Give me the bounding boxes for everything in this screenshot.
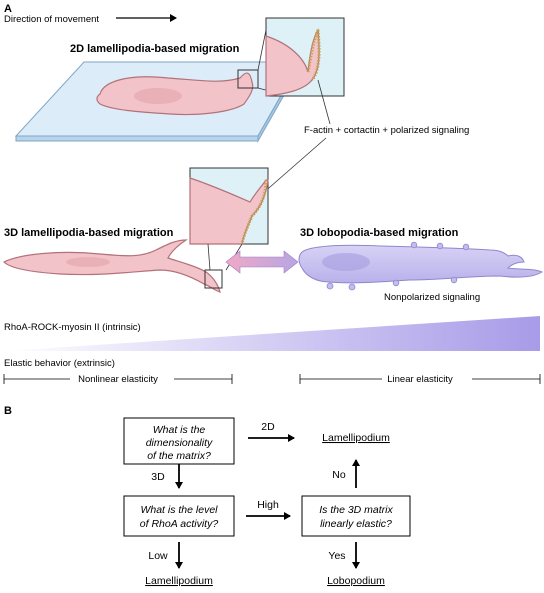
factors-pointer-top [317,79,331,125]
edge-3d-label: 3D [151,471,165,483]
nonlinear-label: Nonlinear elasticity [78,374,158,385]
q2-line-1: What is the level [140,504,218,516]
question-rhoa-box [123,495,235,537]
edge-2d-label: 2D [261,421,275,433]
title-3d-lamellipodia: 3D lamellipodia-based migration [4,227,174,239]
edge-low-label: Low [148,550,168,562]
3d-lamellipodia-cell [2,239,221,293]
linear-label: Linear elasticity [387,374,453,385]
question-dimensionality-box [123,417,235,465]
panel-a-letter: A [4,3,12,15]
result-lamellipodium-top: Lamellipodium [322,432,390,444]
result-lobopodium: Lobopodium [327,575,385,587]
title-3d-lobopodia: 3D lobopodia-based migration [300,227,459,239]
2d-lamellipodia-cell [96,72,254,116]
direction-label: Direction of movement [4,14,99,25]
edge-high-label: High [257,499,279,511]
factors-pointer-bottom [261,137,327,195]
3d-lobopodia-cell [298,241,544,291]
q2-line-2: of RhoA activity? [140,518,219,530]
edge-no-label: No [332,469,346,481]
question-elastic-box [301,495,411,537]
edge-yes-label: Yes [328,550,345,562]
elastic-label: Elastic behavior (extrinsic) [4,358,115,369]
panel-b-letter: B [4,405,12,417]
3d-zoom-inset [189,167,269,245]
linear-range-bar [299,372,541,386]
title-2d-migration: 2D lamellipodia-based migration [70,43,240,55]
2d-zoom-inset [265,17,345,97]
3d-zoom-line-left [207,243,211,271]
q1-line-1: What is the [153,424,206,436]
q1-line-2: dimensionality [146,437,213,449]
transition-double-arrow [225,250,299,274]
nonpolarized-label: Nonpolarized signaling [384,292,480,303]
2d-zoom-box [237,69,259,89]
3d-zoom-box [204,269,223,289]
factors-label: F-actin + cortactin + polarized signalin… [304,125,469,136]
result-lamellipodium-bottom: Lamellipodium [145,575,213,587]
q1-line-3: of the matrix? [147,450,211,462]
rhoa-label: RhoA-ROCK-myosin II (intrinsic) [4,322,141,333]
q3-line-1: Is the 3D matrix [319,504,393,516]
q3-line-2: linearly elastic? [320,518,392,530]
2d-zoom-line-top [257,29,267,71]
gradient-wedge [4,316,540,351]
nonlinear-range-bar [3,372,233,386]
